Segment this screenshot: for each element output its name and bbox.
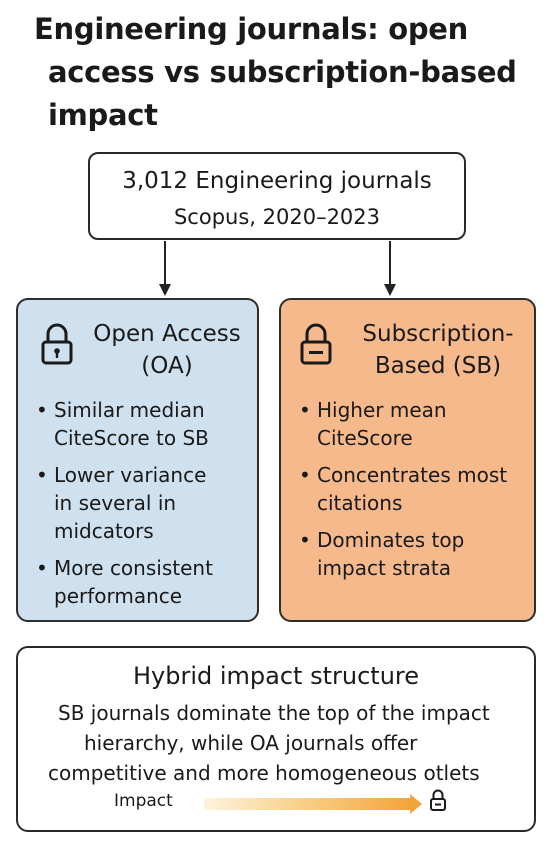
summary-box: Hybrid impact structure SB journals domi…: [16, 646, 536, 832]
summary-text: SB journals dominate the top of the impa…: [18, 698, 534, 788]
sb-findings-list: Higher mean CiteScore Concentrates most …: [299, 396, 507, 591]
open-access-panel: Open Access (OA) Similar median CiteScor…: [16, 298, 259, 622]
list-item: Lower variance in several in midcators: [36, 461, 213, 545]
list-item-line: Higher mean: [317, 398, 447, 422]
summary-line: SB journals dominate the top of the impa…: [58, 701, 490, 725]
list-item: Concentrates most citations: [299, 461, 507, 517]
locked-padlock-icon: [300, 323, 332, 365]
panel-title: Subscription- Based (SB): [343, 318, 533, 382]
dataset-count: 3,012 Engineering journals: [122, 168, 432, 194]
list-item-line: Concentrates most: [317, 463, 508, 487]
list-item-line: impact strata: [317, 556, 452, 580]
list-item-line: in several in: [54, 491, 177, 515]
oa-findings-list: Similar median CiteScore to SB Lower var…: [36, 396, 213, 619]
summary-title: Hybrid impact structure: [132, 662, 420, 690]
title-line: Engineering journals: open: [34, 12, 468, 46]
panel-title-line: Subscription-: [362, 321, 514, 347]
list-item-line: citations: [317, 491, 403, 515]
panel-title-line: Based (SB): [374, 353, 502, 379]
list-item: Dominates top impact strata: [299, 526, 507, 582]
list-item: Higher mean CiteScore: [299, 396, 507, 452]
diagram-title: Engineering journals: open access vs sub…: [34, 8, 534, 137]
panel-title-line: (OA): [141, 353, 193, 379]
list-item-line: Similar median: [54, 398, 205, 422]
arrowhead-sb: [384, 284, 396, 296]
subscription-panel: Subscription- Based (SB) Higher mean Cit…: [279, 298, 536, 622]
list-item: More consistent performance: [36, 554, 213, 610]
list-item-line: Dominates top: [317, 528, 465, 552]
arrowhead-oa: [159, 284, 171, 296]
list-item: Similar median CiteScore to SB: [36, 396, 213, 452]
list-item-line: Lower variance: [54, 463, 207, 487]
dataset-box: 3,012 Engineering journals Scopus, 2020–…: [88, 152, 466, 240]
padlock-icon: [41, 323, 73, 365]
list-item-line: CiteScore: [317, 426, 413, 450]
summary-line: hierarchy, while OA journals offer: [84, 731, 418, 755]
list-item-line: performance: [54, 584, 183, 608]
impact-arrowhead: [410, 794, 422, 814]
panel-title-line: Open Access: [93, 321, 241, 347]
title-line: access vs subscription-based: [48, 55, 517, 89]
dataset-source: Scopus, 2020–2023: [173, 205, 381, 229]
title-line: impact: [48, 98, 158, 132]
impact-gradient-arrow: [204, 798, 414, 810]
list-item-line: More consistent: [54, 556, 213, 580]
summary-line: competitive and more homogeneous otlets: [48, 761, 480, 785]
panel-title: Open Access (OA): [82, 318, 252, 382]
small-padlock-icon: [430, 789, 446, 811]
list-item-line: CiteScore to SB: [54, 426, 209, 450]
list-item-line: midcators: [54, 519, 154, 543]
impact-label: Impact: [114, 791, 173, 811]
